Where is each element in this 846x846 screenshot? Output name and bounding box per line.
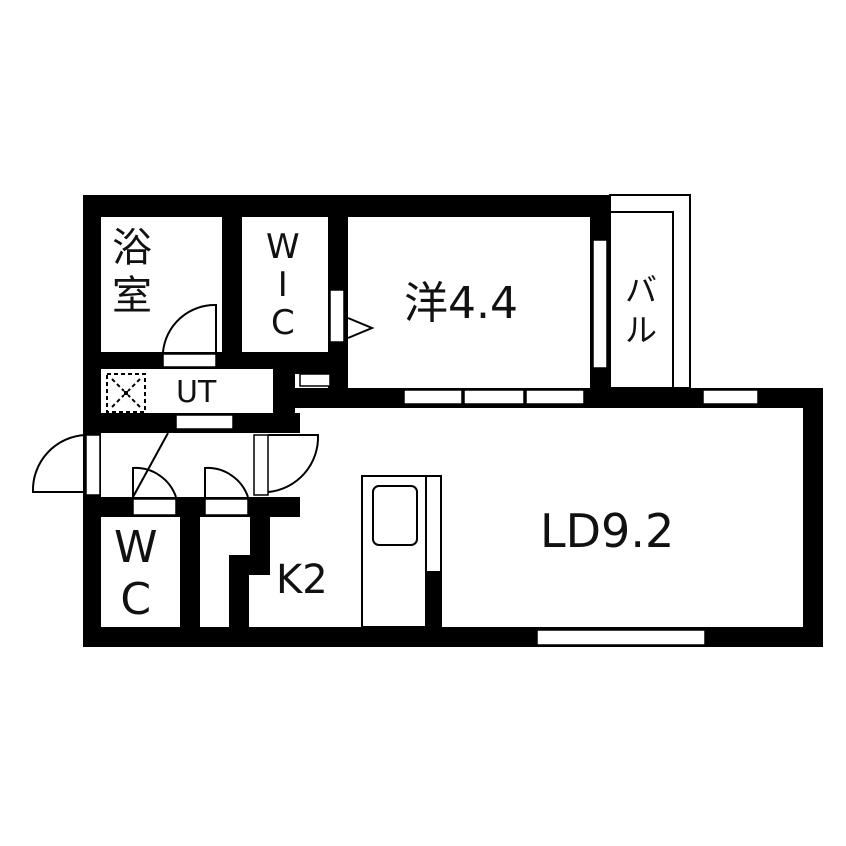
- room-label-living-dining: LD9.2: [540, 504, 675, 558]
- room-label-kitchen: K2: [276, 557, 328, 603]
- bath-label-line2: 室: [112, 273, 152, 319]
- balcony-outline: [609, 194, 691, 389]
- balcony-label-line2: ル: [625, 311, 658, 349]
- room-label-western: 洋4.4: [404, 278, 518, 329]
- washer-icon: [106, 373, 146, 413]
- room-label-utility: UT: [176, 375, 217, 410]
- toilet-label-line2: C: [120, 574, 152, 625]
- wic-label-line1: W: [266, 227, 300, 267]
- room-label-bath: 浴 室: [112, 224, 152, 320]
- room-label-wic: W I C: [266, 228, 300, 342]
- door-swings: [31, 303, 375, 498]
- room-label-balcony: バ ル: [625, 270, 657, 350]
- wic-label-line2: I: [277, 265, 288, 305]
- room-label-toilet: W C: [114, 522, 158, 626]
- balcony-label-line1: バ: [625, 271, 658, 309]
- windows: [85, 239, 759, 646]
- bath-label-line1: 浴: [112, 225, 152, 271]
- wic-label-line3: C: [270, 303, 295, 343]
- toilet-label-line1: W: [114, 522, 158, 573]
